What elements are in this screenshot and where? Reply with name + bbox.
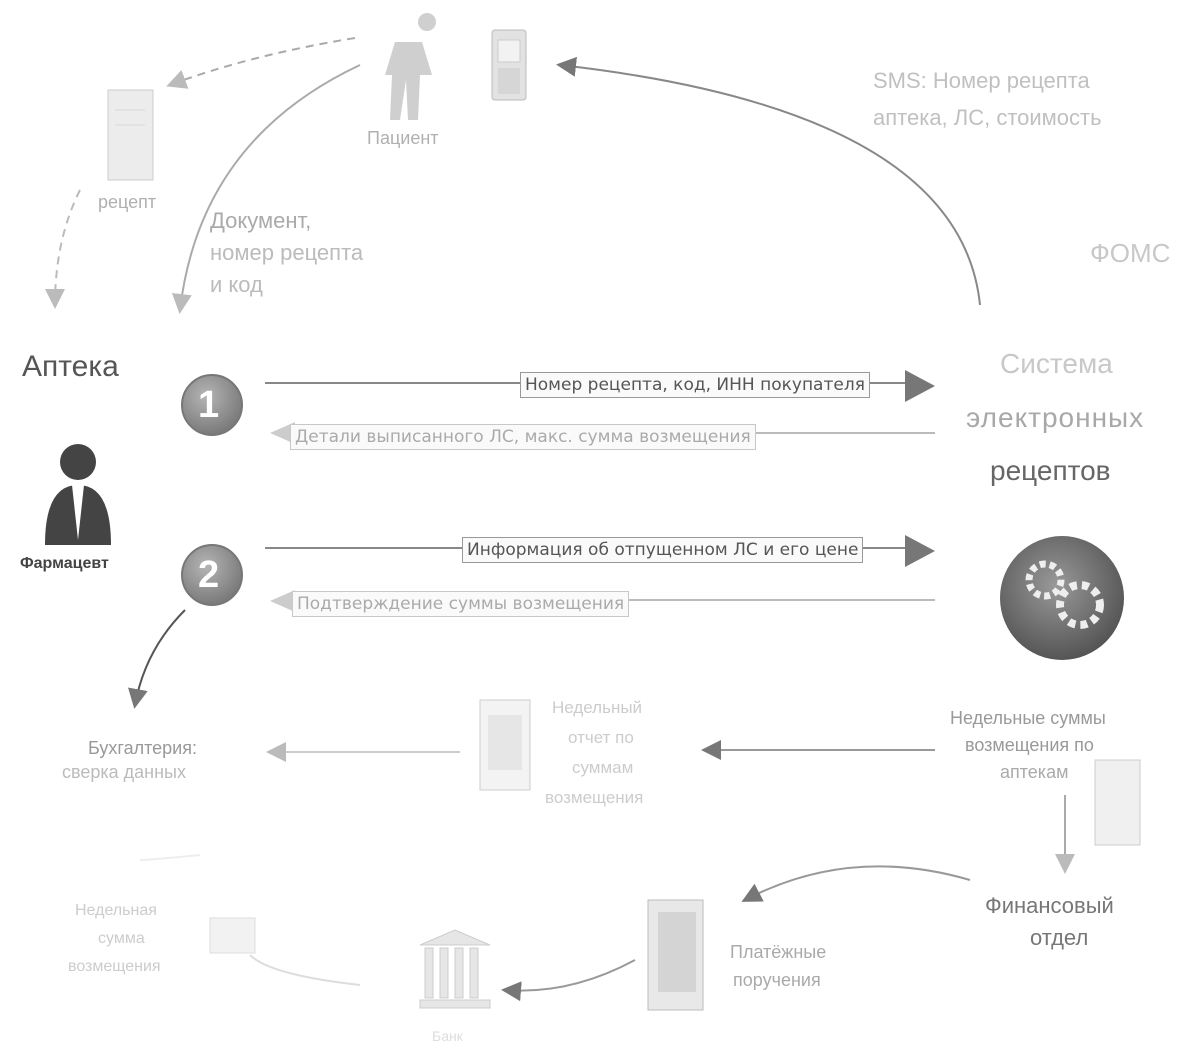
weekly-report-line1: Недельный [552, 698, 643, 717]
patient-label: Пациент [367, 128, 439, 148]
document-label-line1: Документ, [210, 208, 312, 233]
step-1-number: 1 [198, 384, 220, 426]
pharmacy-label: Аптека [22, 350, 119, 383]
phone-icon [491, 29, 527, 101]
message-1: Номер рецепта, код, ИНН покупателя [520, 372, 870, 398]
message-2: Детали выписанного ЛС, макс. сумма возме… [290, 424, 756, 450]
gear-icon [1000, 536, 1124, 660]
weekly-sums-line1: Недельные суммы [950, 708, 1106, 728]
document-label-line3: и код [210, 272, 263, 297]
payment-orders-line2: поручения [733, 970, 821, 990]
step-2-badge [181, 544, 243, 606]
recipe-icon [107, 89, 154, 181]
weekly-report-line4: возмещения [545, 788, 644, 807]
coins-icon [209, 917, 256, 954]
bank-label: Банк [432, 1028, 463, 1044]
pharmacist-icon [45, 444, 111, 545]
system-label-line3: рецептов [990, 455, 1111, 486]
payment-orders-line1: Платёжные [730, 942, 827, 962]
step-1-badge [181, 374, 243, 436]
foms-label: ФОМС [1090, 238, 1171, 268]
bank-icon [419, 929, 491, 1009]
weekly-sum-line3: возмещения [68, 958, 161, 975]
accounting-label-line1: Бухгалтерия: [88, 738, 197, 758]
accounting-label-line2: сверка данных [62, 762, 186, 782]
finance-label-line2: отдел [1030, 925, 1089, 950]
weekly-sums-line2: возмещения по [965, 735, 1094, 755]
pharmacist-label: Фармацевт [20, 555, 109, 572]
report-document-icon [479, 699, 531, 791]
sms-label-line2: аптека, ЛС, стоимость [873, 105, 1102, 130]
weekly-report-line2: отчет по [568, 728, 634, 747]
payment-orders-icon [647, 899, 704, 1011]
patient-icon [385, 13, 436, 120]
weekly-sum-line2: сумма [98, 930, 145, 947]
recipe-label: рецепт [98, 192, 157, 212]
weekly-sums-line3: аптекам [1000, 762, 1069, 782]
system-label-line1: Система [1000, 348, 1113, 379]
finance-label-line1: Финансовый [985, 893, 1114, 918]
weekly-sums-document-icon [1094, 759, 1141, 846]
document-label-line2: номер рецепта [210, 240, 364, 265]
sms-label-line1: SMS: Номер рецепта [873, 68, 1090, 93]
message-4: Подтверждение суммы возмещения [292, 591, 630, 617]
step-2-number: 2 [198, 554, 220, 596]
weekly-report-line3: суммам [572, 758, 634, 777]
message-3: Информация об отпущенном ЛС и его цене [462, 537, 864, 563]
weekly-sum-line1: Недельная [75, 902, 157, 919]
system-label-line2: электронных [966, 402, 1145, 433]
